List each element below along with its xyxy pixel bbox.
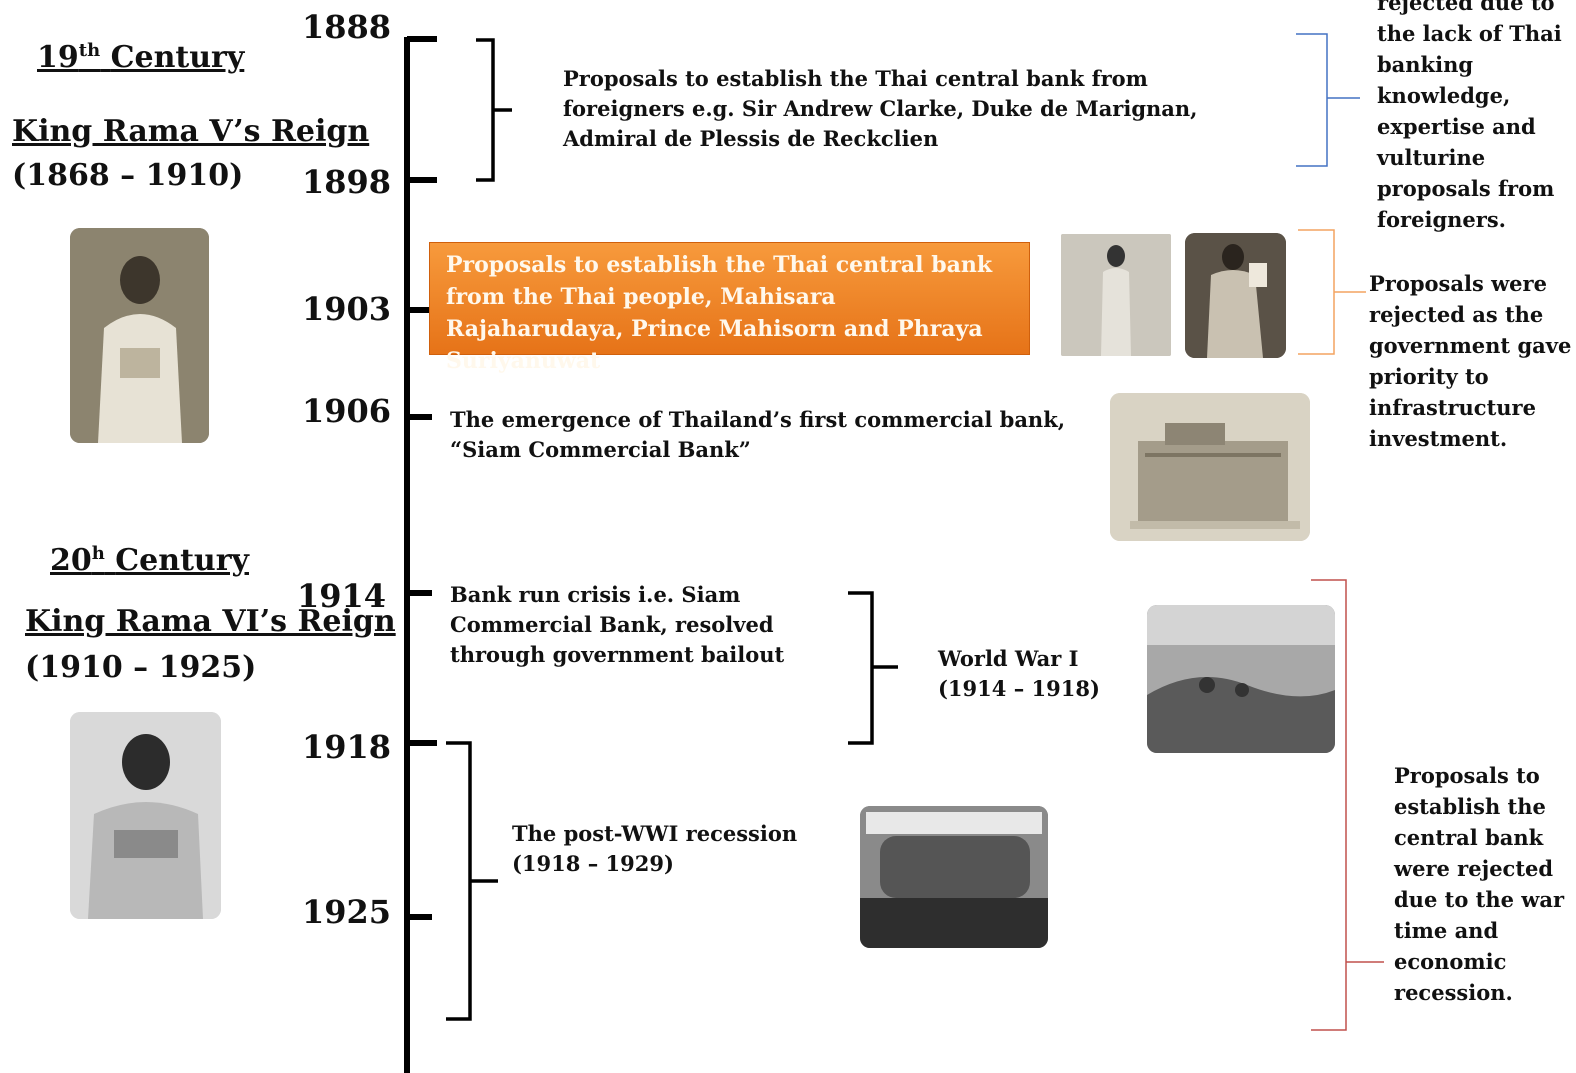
year-1898: 1898 — [302, 163, 392, 201]
orange-note-text: Proposals were rejected as the governmen… — [1369, 271, 1572, 451]
bracket-recession — [446, 741, 498, 1021]
century-20-heading: 20h Century — [50, 543, 249, 578]
king-rama-vi-reign-heading: King Rama VI’s Reign — [25, 604, 396, 639]
bank-run-text: Bank run crisis i.e. Siam Commercial Ban… — [450, 582, 785, 667]
recession-breadline-photo — [860, 806, 1048, 948]
year-1888: 1888 — [302, 8, 392, 46]
year-1925: 1925 — [302, 893, 392, 931]
year-1918: 1918 — [302, 728, 392, 766]
wwi-text: World War I (1914 – 1918) — [938, 646, 1100, 701]
orange-bracket — [1298, 229, 1366, 355]
siam-commercial-bank-building-photo — [1110, 393, 1310, 541]
year-1903: 1903 — [302, 290, 392, 328]
century-19-heading: 19th Century — [37, 40, 245, 75]
king-rama-vi-portrait — [70, 712, 221, 919]
thai-noble-portrait-photo — [1185, 233, 1286, 358]
thai-proposals-box: Proposals to establish the Thai central … — [429, 242, 1030, 374]
world-war-one-photo — [1147, 605, 1335, 753]
blue-bracket — [1296, 33, 1360, 167]
king-rama-v-reign-heading: King Rama V’s Reign — [12, 114, 370, 149]
first-bank-text: The emergence of Thailand’s first commer… — [450, 407, 1066, 462]
foreign-proposals-text: Proposals to establish the Thai central … — [563, 66, 1198, 151]
king-rama-vi-reign-span: (1910 – 1925) — [25, 650, 257, 685]
recession-text: The post-WWI recession (1918 – 1929) — [512, 821, 798, 876]
bracket-1914-1918 — [848, 591, 898, 745]
blue-note-text: rejected due to the lack of Thai banking… — [1377, 0, 1562, 232]
king-rama-v-portrait — [70, 228, 209, 443]
thai-official-portrait-photo — [1061, 234, 1171, 356]
year-1914: 1914 — [297, 577, 387, 615]
red-bracket — [1311, 579, 1384, 1031]
red-note-text: Proposals to establish the central bank … — [1394, 763, 1565, 1005]
bracket-1888-1898 — [476, 38, 512, 182]
king-rama-v-reign-span: (1868 – 1910) — [12, 158, 244, 193]
thai-proposals-text: Proposals to establish the Thai central … — [446, 252, 993, 374]
year-1906: 1906 — [302, 392, 392, 430]
